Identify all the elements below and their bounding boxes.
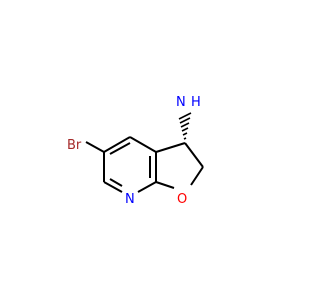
bond-c7a-o (155, 181, 175, 189)
atom-label-amine-h: H (191, 95, 201, 110)
bond-ctop-c3a (129, 136, 157, 153)
bond-cbr-br (85, 141, 105, 153)
atom-label-amine-n: N (176, 95, 186, 110)
bond-c7a-n (137, 181, 157, 193)
bond-n-c6 (103, 181, 123, 193)
bond-cbr-ctop-inner (109, 142, 131, 155)
bond-c3a-c3 (155, 142, 186, 153)
molecule-diagram: Br N O N H (67, 95, 204, 207)
bond-cbr-ctop (103, 136, 131, 153)
structure-canvas: Br N O N H (67, 95, 204, 207)
atom-label-o-ring: O (177, 192, 187, 207)
stereo-hash-bond (178, 112, 192, 140)
bond-n-c6-inner (109, 178, 123, 187)
atom-label-br: Br (67, 138, 82, 153)
bonds (85, 136, 204, 193)
atom-label-n-ring: N (125, 192, 135, 207)
bond-o-ch2 (190, 166, 204, 186)
bond-ch2-c3 (184, 142, 204, 168)
